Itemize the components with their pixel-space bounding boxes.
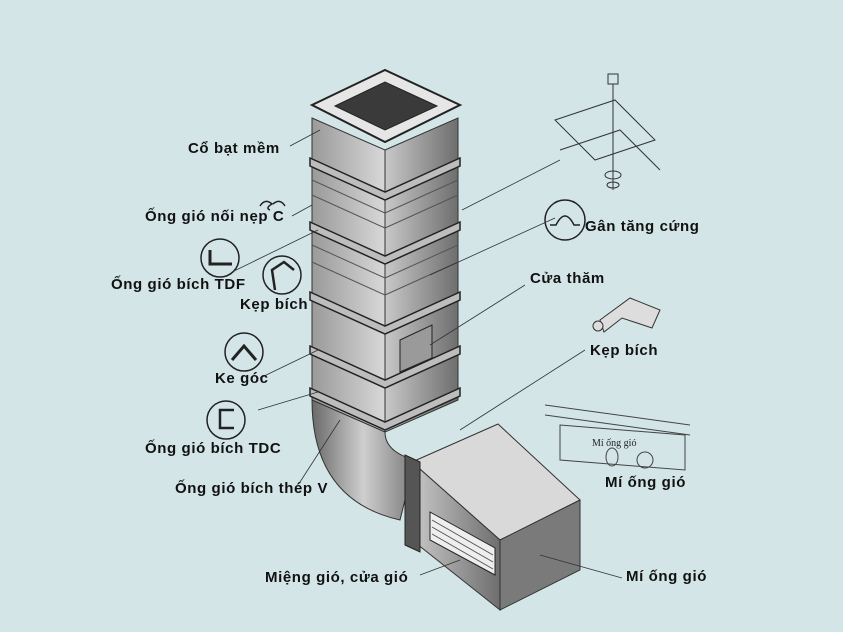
label-kep-bich-left: Kẹp bích xyxy=(240,296,309,313)
label-co-bat-mem: Cổ bạt mềm xyxy=(188,140,280,157)
label-ke-goc: Ke góc xyxy=(215,370,269,387)
label-mieng-gio-cua-gio: Miệng gió, cửa gió xyxy=(265,569,409,586)
vertical-duct xyxy=(309,68,463,433)
flange-clip-icon xyxy=(262,255,302,295)
c-clip-icon xyxy=(259,200,286,211)
flange-clamp-detail xyxy=(592,297,661,333)
corner-bracket-icon xyxy=(224,332,264,372)
label-mi-ong-gio-inset: Mí ống gió xyxy=(592,438,637,449)
label-ong-gio-noi-nep-c: Ống gió nối nẹp C xyxy=(145,208,285,225)
tdc-profile-icon xyxy=(206,400,246,440)
bolt-detail xyxy=(554,73,661,190)
tdf-profile-icon xyxy=(200,238,240,278)
stiffener-icon xyxy=(544,199,586,241)
label-ong-gio-bich-tdc: Ống gió bích TDC xyxy=(145,440,282,457)
horizontal-duct xyxy=(404,423,581,612)
label-ong-gio-bich-thep-v: Ống gió bích thép V xyxy=(175,480,329,497)
label-cua-tham: Cửa thăm xyxy=(530,270,605,287)
label-mi-ong-gio-detail: Mí ống gió xyxy=(605,474,686,491)
elbow-duct xyxy=(311,399,416,521)
label-gan-tang-cung: Gân tăng cứng xyxy=(585,218,700,235)
label-ong-gio-bich-tdf: Ống gió bích TDF xyxy=(111,276,246,293)
seam-detail xyxy=(544,404,691,471)
label-mi-ong-gio-bottom: Mí ống gió xyxy=(626,568,707,585)
label-kep-bich-right: Kẹp bích xyxy=(590,342,659,359)
